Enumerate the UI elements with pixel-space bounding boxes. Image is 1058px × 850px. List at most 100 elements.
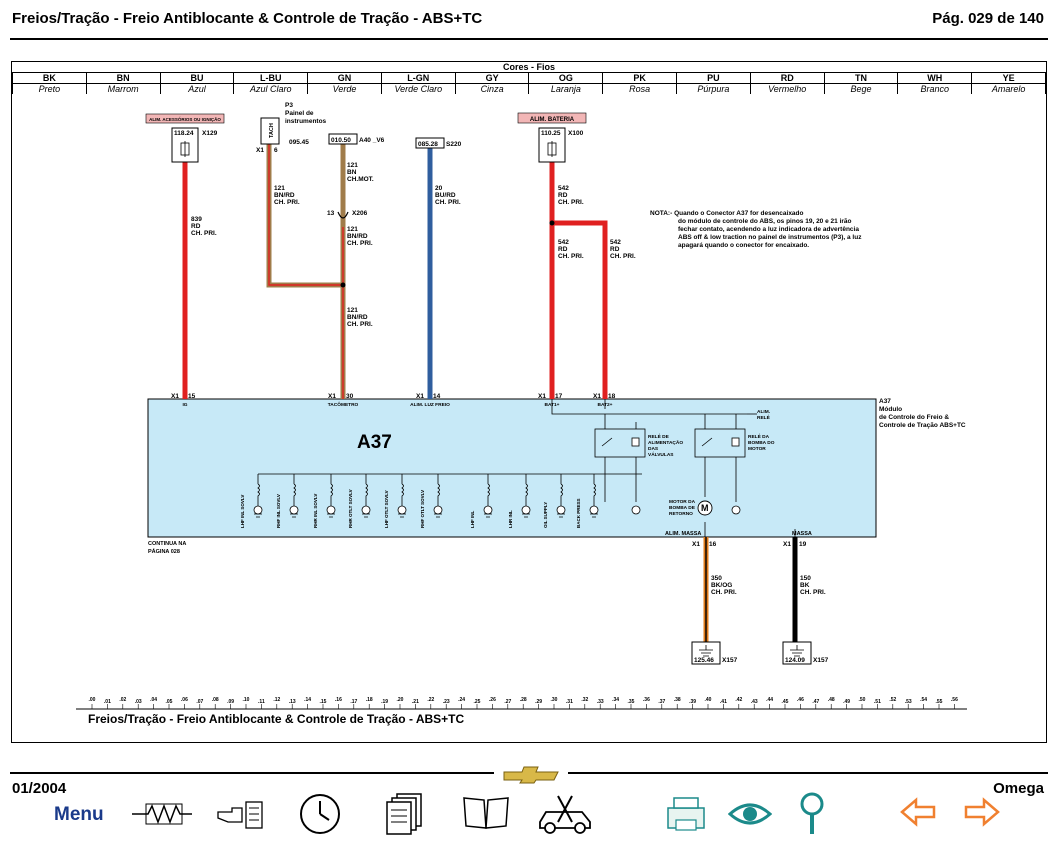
- grid-tick-label: .52: [889, 697, 896, 703]
- continua-line2: PÁGINA 028: [148, 548, 180, 555]
- grid-tick-label: .55: [936, 699, 943, 705]
- relay2-label: BOMBA DO: [748, 440, 775, 446]
- wire-label: 839: [191, 216, 202, 223]
- clock-icon[interactable]: [298, 792, 342, 836]
- magnifier-icon[interactable]: [798, 792, 828, 838]
- driver-transistor: [631, 505, 641, 515]
- pin-connector-x1: X1: [593, 393, 601, 400]
- solenoid-label: LHF INL: [470, 511, 475, 528]
- wire-label: 350: [711, 575, 722, 582]
- driver-transistor: [589, 505, 599, 515]
- solenoid-coil: [522, 474, 530, 518]
- relay1-label: RELÉ DE: [648, 432, 670, 440]
- wire-label: RD: [191, 223, 201, 230]
- wires: [182, 144, 798, 642]
- color-code: YE: [971, 72, 1046, 84]
- header-divider: [10, 38, 1048, 40]
- relay1-label: VÁLVULAS: [648, 451, 674, 458]
- eye-icon[interactable]: [728, 792, 772, 836]
- grid-tick-label: .35: [628, 699, 635, 705]
- ign-supply-label: ALIM. ACESSÓRIOS OU IGNIÇÃO: [149, 115, 221, 122]
- solenoid-label: RHF OTLT SOVLV: [420, 490, 425, 528]
- alim-rele-label: RELÉ: [757, 413, 771, 421]
- p3-pin-n: 6: [274, 147, 278, 154]
- footer-divider-left: [10, 772, 494, 774]
- forward-arrow-icon[interactable]: [962, 792, 1002, 832]
- grid-tick-label: .02: [119, 697, 126, 703]
- grid-tick-label: .23: [443, 699, 450, 705]
- wire-label: 121: [274, 185, 285, 192]
- grid-tick-label: .20: [397, 697, 404, 703]
- driver-transistor: [521, 505, 531, 515]
- wire-label: CH. PRI.: [610, 253, 636, 260]
- driver-transistor: [731, 505, 741, 515]
- back-arrow-icon[interactable]: [898, 792, 938, 832]
- pin-connector-x1: X1: [171, 393, 179, 400]
- wire-label: 542: [558, 239, 569, 246]
- relay2-label: MOTOR: [748, 446, 766, 452]
- splice-dot: [340, 282, 346, 288]
- solenoid-label: BACK PRESS: [576, 498, 581, 528]
- printer-icon[interactable]: [664, 792, 708, 836]
- wire-label: 121: [347, 162, 358, 169]
- grid-tick-label: .39: [689, 699, 696, 705]
- wire-label: CH. PRI.: [435, 199, 461, 206]
- wire-label: CH. PRI.: [558, 199, 584, 206]
- resistor-icon[interactable]: [128, 792, 196, 832]
- grid-tick-label: .12: [273, 697, 280, 703]
- grid-tick-label: .06: [181, 697, 188, 703]
- ign-supply-box: [145, 113, 225, 124]
- driver-transistor: [556, 505, 566, 515]
- wire-label: CH. PRI.: [191, 230, 217, 237]
- grid-tick-label: .10: [243, 697, 250, 703]
- pin-connector-x1: X1: [538, 393, 546, 400]
- solenoid-coil: [484, 474, 492, 518]
- car-tools-icon[interactable]: [536, 792, 594, 836]
- continua-line1: CONTINUA NA: [148, 541, 186, 547]
- menu-button[interactable]: Menu: [54, 804, 104, 825]
- grid-tick-label: .30: [551, 697, 558, 703]
- grid-tick-label: .09: [227, 699, 234, 705]
- grid-tick-label: .36: [643, 697, 650, 703]
- pointing-hand-index-icon[interactable]: [214, 792, 266, 832]
- grid-tick-label: .05: [166, 699, 173, 705]
- pin-number: 15: [188, 393, 196, 400]
- solenoid-coil: [254, 474, 262, 518]
- pump-motor-symbol: M: [701, 503, 709, 513]
- wire-label: CH. PRI.: [347, 321, 373, 328]
- solenoid-coil: [590, 474, 598, 518]
- grid-ruler: .00.01.02.03.04.05.06.07.08.09.10.11.12.…: [89, 697, 958, 709]
- note-line: ABS off & low traction no painel de inst…: [678, 234, 862, 241]
- solenoid-label: LHF OTLT SOVLV: [384, 490, 389, 528]
- connector-s220-value: 085.28: [418, 141, 438, 148]
- note-line: fechar contato, acendendo a luz indicado…: [678, 226, 859, 233]
- ground-symbol: [790, 645, 804, 657]
- grid-tick-label: .31: [566, 699, 573, 705]
- p3-tach-label: TACH: [269, 123, 275, 138]
- p3-tach-box: [260, 117, 280, 145]
- driver-transistor: [397, 505, 407, 515]
- wire-label: 121: [347, 226, 358, 233]
- note-body: do módulo de controle do ABS, os pinos 1…: [678, 218, 862, 249]
- wire-label: RD: [558, 192, 568, 199]
- documents-icon[interactable]: [385, 792, 425, 836]
- grid-tick-label: .11: [258, 699, 265, 705]
- solenoid-label: RHF INL SOVLV: [276, 494, 281, 528]
- pump-motor: [697, 500, 713, 516]
- grid-tick-label: .56: [951, 697, 958, 703]
- colors-table-title: Cores - Fios: [502, 62, 555, 72]
- wire-label: CH. PRI.: [800, 589, 826, 596]
- wire-label: BN/RD: [274, 192, 295, 199]
- connector-x206-pin: 13: [327, 210, 335, 217]
- connector-a40-id: A40 _V6: [359, 137, 385, 144]
- open-book-icon[interactable]: [462, 792, 510, 832]
- grid-tick-label: .07: [196, 699, 203, 705]
- pin-connector-x1: X1: [328, 393, 336, 400]
- grid-tick-label: .33: [597, 699, 604, 705]
- connector-a40-value: 010.50: [331, 137, 351, 144]
- solenoid-coil: [327, 474, 335, 518]
- wire-label: CH. PRI.: [558, 253, 584, 260]
- alim-massa-label: ALIM. MASSA: [665, 531, 701, 537]
- pin-function: ALIM. LUZ FREIO: [410, 402, 450, 408]
- alim-rele-label: ALIM.: [757, 409, 770, 415]
